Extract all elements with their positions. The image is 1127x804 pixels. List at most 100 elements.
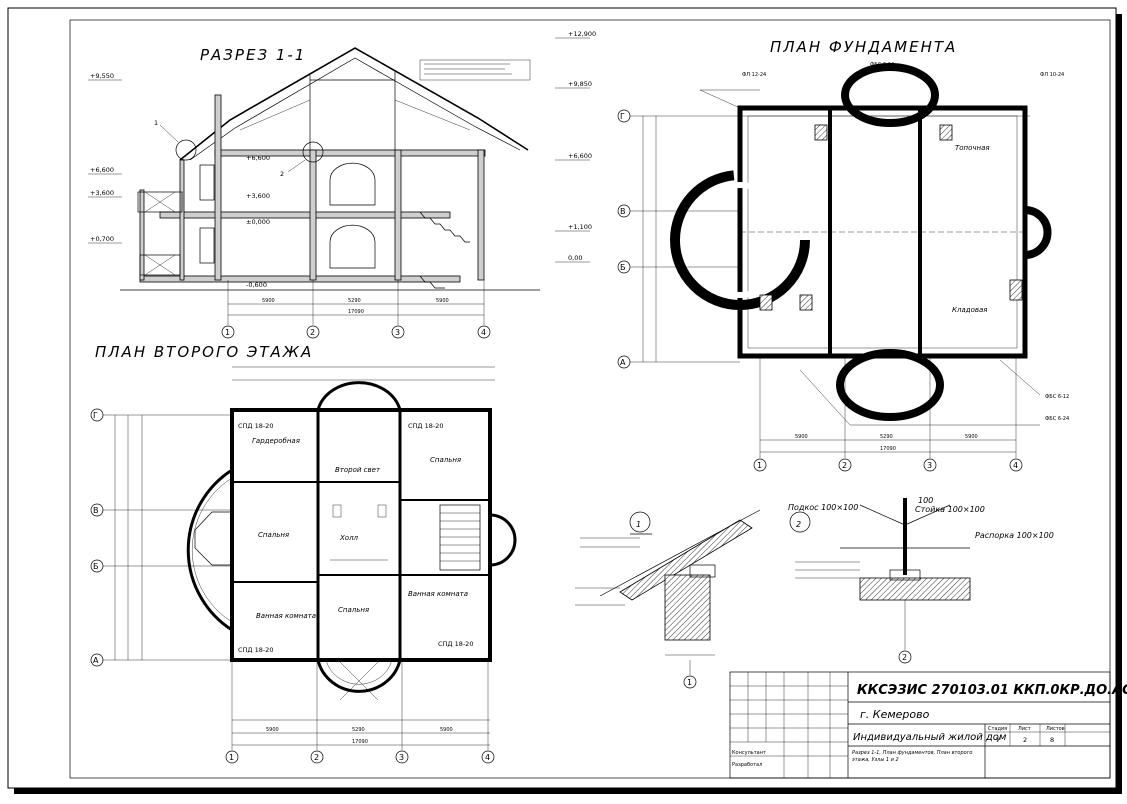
axis-label: А: [93, 656, 99, 665]
detail-label: Стойка 100×100: [915, 505, 985, 514]
section-dimensions: 5900 5290 5900 17090: [228, 298, 484, 316]
level-mark: +6,600: [568, 152, 592, 160]
axis-label: Г: [93, 411, 98, 420]
room-label: Спальня: [258, 531, 289, 539]
detail-label: Распорка 100×100: [975, 531, 1054, 540]
axis-label: 4: [1013, 461, 1018, 470]
level-mark: +1,100: [568, 223, 592, 231]
floor-axes-horizontal: 5900 5290 5900 17090 1 2 3 4: [225, 660, 495, 764]
level-mark: 0,00: [568, 254, 582, 262]
level-mark: +3,600: [90, 189, 114, 197]
foundation-label: ФЛ 10-24: [1040, 72, 1064, 78]
dimension-text: 100: [918, 496, 933, 505]
axis-label: 2: [842, 461, 847, 470]
axis-label: А: [620, 358, 626, 367]
level-mark: -0,600: [246, 281, 267, 289]
foundation-label: ФЛ 12-24: [742, 72, 766, 78]
stamp-sheets: 8: [1050, 736, 1054, 744]
bay-window-left: [194, 511, 233, 566]
bay-right: [489, 513, 517, 567]
floor-slab: [214, 149, 486, 157]
detail-node-1: 1 1: [575, 509, 761, 689]
title-block: ККСЭЗИС 270103.01 ККП.0КР.ДО.АС.08 г. Ке…: [729, 671, 1127, 779]
node-number: 2: [796, 520, 801, 529]
detail-label: Подкос 100×100: [788, 503, 858, 512]
axis-label: 4: [481, 328, 486, 337]
dimension-text: 5900: [266, 727, 279, 733]
axis-label: 2: [314, 753, 319, 762]
dimension-text: 5900: [262, 298, 275, 304]
dimension-text: 5290: [352, 727, 365, 733]
stamp-role: Консультант: [732, 750, 766, 756]
room-label: Спальня: [338, 606, 369, 614]
axis-label: 3: [395, 328, 400, 337]
level-mark: +0,700: [90, 235, 114, 243]
second-floor-title: ПЛАН ВТОРОГО ЭТАЖА: [95, 343, 313, 361]
bay-bottom: [316, 659, 402, 693]
section-view: РАЗРЕЗ 1-1 +9,550 +6,600 +3,600 +0,700 +…: [88, 30, 596, 339]
axis-label: 1: [225, 328, 230, 337]
sheet-title: Разрез 1-1, План фундаментов, План второ…: [852, 750, 973, 763]
room-label: Гардеробная: [252, 437, 300, 445]
foundation-axes-horizontal: 1 2 3 4 5900 5290 5900 17090: [753, 356, 1023, 472]
window-mark: СПД 18-20: [238, 646, 273, 654]
bay-foundation-bottom: [836, 349, 944, 421]
callout-number: 1: [154, 119, 158, 127]
room-label: Топочная: [955, 144, 990, 152]
bay-foundation-left: [670, 170, 810, 310]
arched-window: [329, 162, 376, 206]
dimension-text: 17090: [880, 446, 896, 452]
dimension-text: 5900: [795, 434, 808, 440]
stamp-city: г. Кемерово: [860, 708, 930, 721]
dimension-text: 5900: [436, 298, 449, 304]
foundation-title: ПЛАН ФУНДАМЕНТА: [770, 38, 957, 56]
axis-label: 2: [310, 328, 315, 337]
axis-label: 3: [399, 753, 404, 762]
axis-label: В: [93, 506, 99, 515]
dimension-text: 5900: [965, 434, 978, 440]
roof-layers-note: [419, 59, 531, 81]
floor-axes-vertical: Г В Б А: [90, 408, 232, 667]
section-title: РАЗРЕЗ 1-1: [200, 46, 306, 64]
room-label: Второй свет: [335, 466, 381, 474]
axis-label: 3: [927, 461, 932, 470]
section-levels-center: +6,600 +3,600 ±0,000 -0,600: [246, 154, 270, 289]
room-label: Ванная комната: [408, 590, 468, 598]
callout-circle: [302, 141, 324, 163]
axis-label: В: [620, 207, 626, 216]
axis-label: 1: [757, 461, 762, 470]
window-mark: СПД 18-20: [238, 422, 273, 430]
stamp-stage: У: [996, 736, 1000, 744]
detail-node-2: 2 Подкос 100×100 Стойка 100×100 Распорка…: [788, 496, 1054, 664]
bay-foundation-right: [1024, 206, 1052, 259]
stamp-column-header: Листов: [1046, 726, 1065, 732]
stamp-column-header: Стадия: [988, 726, 1007, 732]
stamp-column-header: Лист: [1018, 726, 1031, 732]
level-mark: +9,550: [90, 72, 114, 80]
level-mark: +6,600: [246, 154, 270, 162]
dimension-text: 17090: [348, 309, 364, 315]
dimension-text: 5290: [348, 298, 361, 304]
stamp-sheet: 2: [1023, 736, 1027, 744]
arched-window: [329, 224, 376, 269]
section-levels-right: +12,900 +9,850 +6,600 +1,100 0,00: [555, 30, 596, 263]
callout-circle: [175, 139, 197, 161]
axis-label: 1: [687, 678, 692, 687]
roof-outline: [179, 47, 529, 161]
drawing-frame: [69, 19, 1111, 779]
sheet-title-container: Разрез 1-1, План фундаментов, План второ…: [852, 750, 973, 763]
callout-number: 2: [280, 170, 284, 178]
dimension-text: 5290: [880, 434, 893, 440]
level-mark: +12,900: [568, 30, 596, 38]
axis-label: Б: [93, 562, 99, 571]
room-label: Кладовая: [952, 306, 987, 314]
foundation-label: ФБС 6-12: [1045, 394, 1069, 400]
level-mark: +3,600: [246, 192, 270, 200]
foundation-plan: ПЛАН ФУНДАМЕНТА ФЛ 12-24 ФБС 6-24 ФЛ 10-…: [617, 38, 1069, 472]
foundation-label: ФБС 6-24: [1045, 416, 1069, 422]
level-mark: +6,600: [90, 166, 114, 174]
axis-label: 2: [902, 653, 907, 662]
axis-label: Б: [620, 263, 626, 272]
